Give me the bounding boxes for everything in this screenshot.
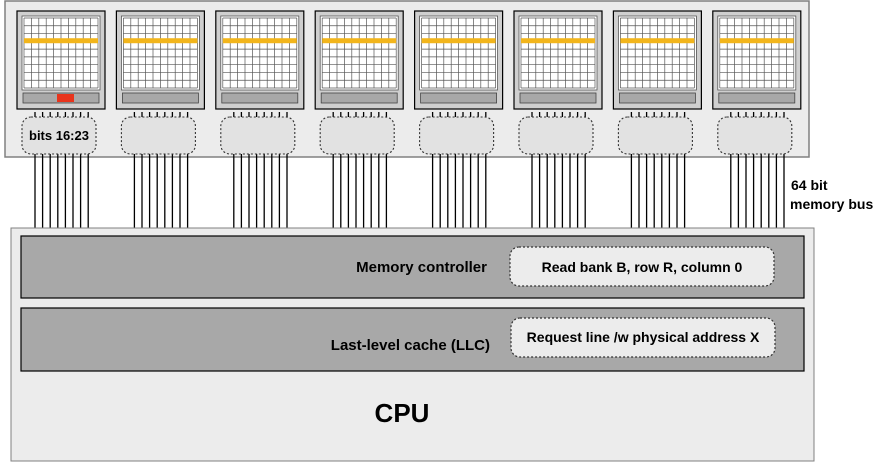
bus-label-line1: 64 bit: [791, 177, 828, 193]
chip-bits-box: [617, 116, 693, 155]
row-buffer: [519, 92, 597, 104]
chip-bits-box: [717, 116, 793, 155]
row-buffer: [221, 92, 299, 104]
row-buffer: [420, 92, 498, 104]
chip-bits-box: [419, 116, 495, 155]
active-row-highlight: [24, 38, 98, 44]
llc-request-box: [510, 317, 776, 358]
chip-bits-box: [220, 116, 296, 155]
memory-controller-command-box: [509, 246, 775, 287]
chip-bits-label: bits 16:23: [29, 128, 89, 143]
active-row-highlight: [620, 38, 695, 44]
llc-request: Request line /w physical address X: [527, 329, 760, 345]
chip-bits-box: [319, 116, 395, 155]
row-buffer: [619, 92, 696, 104]
cpu-title: CPU: [375, 398, 430, 428]
dram-chip: [215, 10, 305, 155]
dram-chip: [513, 10, 603, 155]
active-row-highlight: [421, 38, 496, 44]
active-row-highlight: [222, 38, 297, 44]
row-buffer: [320, 92, 398, 104]
dram-chip: [612, 10, 703, 155]
dram-chip: [115, 10, 206, 155]
active-row-highlight: [123, 38, 198, 44]
dram-chips: bits 16:23: [16, 10, 802, 155]
bus-label-line2: memory bus: [790, 196, 873, 212]
chip-bits-box: [120, 116, 196, 155]
memory-controller-label: Memory controller: [356, 259, 487, 276]
active-row-highlight: [322, 38, 397, 44]
dram-chip: [414, 10, 504, 155]
row-buffer: [122, 92, 199, 104]
llc-label: Last-level cache (LLC): [331, 337, 490, 354]
memory-controller-command: Read bank B, row R, column 0: [542, 259, 743, 275]
dram-chip: [314, 10, 404, 155]
dram-chip: bits 16:23: [16, 10, 106, 155]
chip-bits-box: [21, 116, 97, 155]
dram-chip: [712, 10, 802, 155]
active-row-highlight: [719, 38, 794, 44]
active-column-highlight: [57, 94, 74, 102]
chip-bits-box: [518, 116, 594, 155]
active-row-highlight: [521, 38, 595, 44]
row-buffer: [718, 92, 796, 104]
